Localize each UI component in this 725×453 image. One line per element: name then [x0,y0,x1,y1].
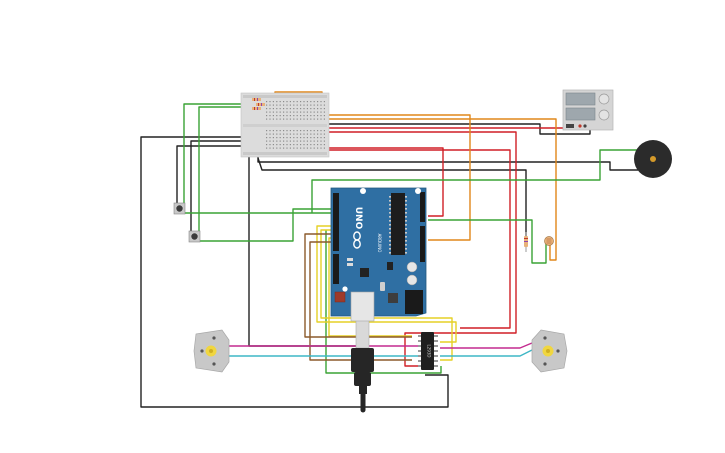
breadboard-holes [266,101,325,149]
breadboard-resistors [252,98,265,110]
wire-green-sensor [428,219,547,264]
digital-header [333,193,339,251]
ic-label: L293D [427,345,432,358]
piezo-buzzer [634,140,672,178]
wire-black-lcd [326,123,591,135]
dc-motor-left [193,329,230,373]
wire-red-2 [264,147,444,217]
wire-yellow-2 [320,229,453,361]
pushbutton-2 [188,230,201,243]
arduino-infinity-logo [353,231,361,249]
wire-black-button2 [190,140,258,235]
wire-black-outer [140,136,449,408]
wire-green-buzzer [311,149,640,213]
arduino-model-text: UNO [353,207,363,230]
wire-green-motor [325,230,442,374]
lcd-display [562,89,614,131]
wire-red-3 [326,131,517,367]
wire-yellow-1 [316,225,457,343]
wire-red-1 [326,126,586,129]
wire-orange-arduino [326,114,471,241]
wire-yellow-3 [328,237,412,337]
photoresistor [544,236,554,246]
power-header-2 [420,226,425,262]
power-header [420,192,425,222]
analog-header [333,254,339,284]
pushbutton-1 [173,202,186,215]
wire-black-left-button [176,145,255,207]
resistor [524,232,528,252]
wire-cyan-right [440,349,533,357]
dc-motor-right [531,329,568,373]
usb-cable [351,319,374,413]
usb-port [350,291,375,322]
motor-driver-ic: L293D [418,332,438,370]
wire-red-4 [268,149,511,329]
wire-orange-lcd [326,118,557,261]
arduino-uno: UNO ARDUINO [330,187,427,322]
reset-button [334,291,346,303]
wire-magenta-right [440,342,533,349]
wire-green-2 [198,106,332,242]
breadboard [240,92,330,158]
wire-green-1 [183,103,332,214]
atmega-chip [391,193,405,255]
wire-black-sensor [257,157,527,242]
arduino-brand-text: ARDUINO [377,234,382,253]
